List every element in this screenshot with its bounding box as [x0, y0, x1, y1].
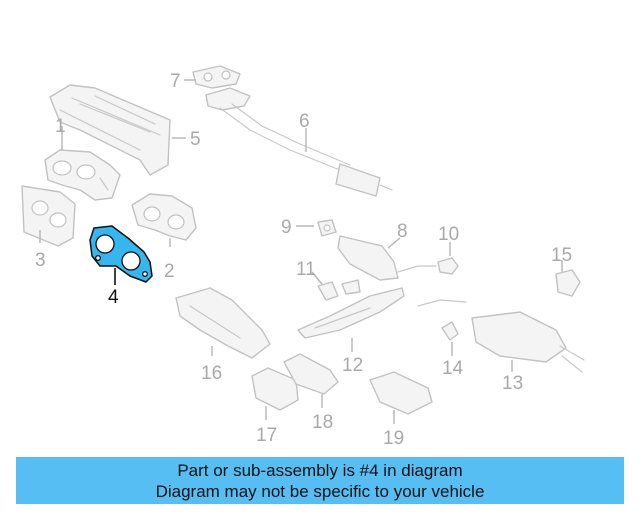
- part-1-manifold: [44, 149, 121, 201]
- callout-2: 2: [164, 261, 175, 282]
- callout-15: 15: [551, 245, 572, 266]
- part-8-intermediate-pipe: [337, 235, 437, 281]
- callout-14: 14: [442, 358, 464, 379]
- part-16-heat-shield: [175, 287, 271, 359]
- part-9-bolt: [317, 219, 337, 237]
- banner-line-2: Diagram may not be specific to your vehi…: [155, 482, 485, 501]
- part-13-muffler: [417, 299, 585, 373]
- callout-17: 17: [256, 425, 277, 446]
- part-7-flange-gasket: [192, 65, 241, 89]
- callout-5: 5: [190, 129, 201, 150]
- part-5-heat-shield: [49, 84, 171, 176]
- part-2-manifold: [131, 193, 197, 241]
- part-11-hanger: [317, 279, 361, 301]
- part-10-clamp: [437, 257, 459, 275]
- callout-1: 1: [55, 116, 66, 137]
- part-14-clamp: [441, 321, 459, 341]
- callout-13: 13: [502, 373, 523, 394]
- part-15-bracket: [555, 269, 581, 297]
- callout-9: 9: [281, 217, 292, 238]
- callout-3: 3: [35, 250, 46, 271]
- callout-10: 10: [438, 224, 459, 245]
- banner-line-1: Part or sub-assembly is #4 in diagram: [177, 461, 463, 480]
- part-18-heat-shield: [283, 353, 339, 395]
- callout-18: 18: [312, 412, 333, 433]
- callout-4-highlighted: 4: [108, 287, 119, 308]
- callout-19: 19: [383, 428, 404, 449]
- callout-12: 12: [342, 355, 363, 376]
- callout-7: 7: [170, 71, 181, 92]
- info-banner: Part or sub-assembly is #4 in diagram Di…: [16, 457, 624, 504]
- callout-8: 8: [397, 221, 408, 242]
- callout-16: 16: [201, 363, 222, 384]
- callout-6: 6: [299, 111, 310, 132]
- callout-11: 11: [296, 259, 316, 280]
- part-17-heat-shield: [251, 367, 299, 411]
- part-12-heat-shield: [297, 287, 405, 339]
- part-6-front-pipe: [205, 87, 393, 197]
- part-19-heat-shield: [369, 371, 433, 415]
- part-4-gasket-highlighted: [89, 225, 153, 283]
- part-3-gasket: [21, 185, 76, 247]
